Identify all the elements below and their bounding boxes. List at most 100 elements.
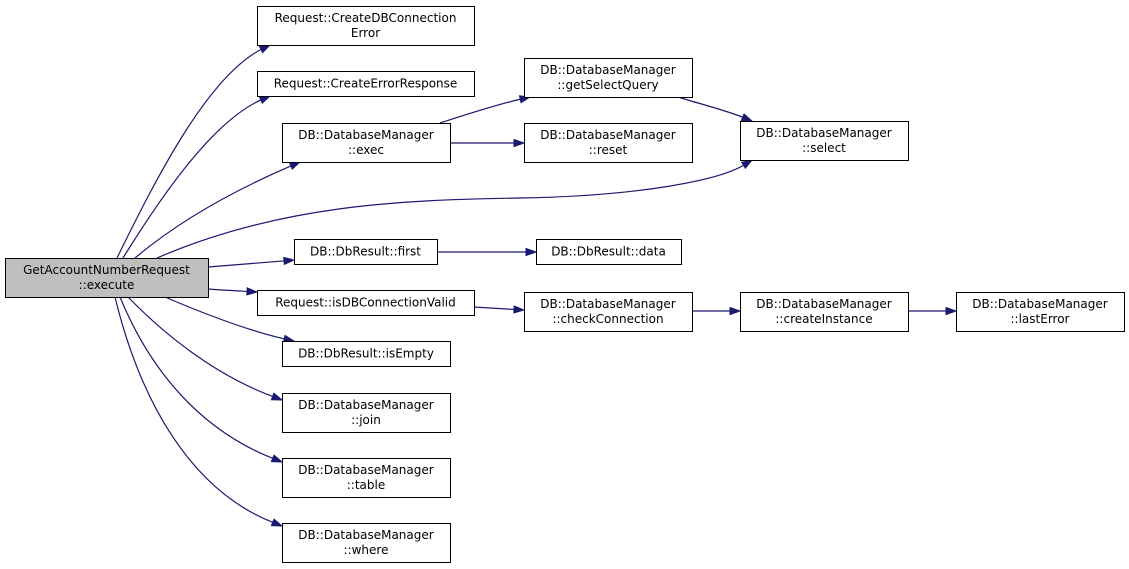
edge-first-to-data (437, 247, 538, 257)
arrow-head-icon (525, 247, 538, 257)
node-label: DB::DbResult::first (310, 245, 421, 259)
node-label: ::table (347, 478, 385, 492)
node-label: DB::DatabaseManager (298, 398, 433, 412)
node-label: DB::DatabaseManager (298, 128, 433, 142)
edge-create-instance-to-last-error (908, 306, 958, 316)
node-box[interactable] (282, 458, 451, 498)
edge-root-to-create-db-err (116, 44, 272, 259)
node-label: DB::DatabaseManager (540, 297, 675, 311)
edge-line (134, 165, 292, 259)
node-box[interactable] (536, 239, 682, 265)
edge-exec-to-reset (449, 138, 526, 148)
nodes-layer: GetAccountNumberRequest::executeRequest:… (5, 6, 1125, 563)
edge-root-to-is-empty (164, 296, 296, 343)
edge-line (207, 288, 249, 293)
node-box[interactable] (956, 292, 1125, 332)
arrow-head-icon (258, 95, 272, 105)
edge-root-to-is-db-valid (207, 287, 259, 296)
edge-line (119, 296, 274, 460)
arrow-head-icon (246, 287, 259, 296)
edges-layer (114, 44, 958, 527)
node-label: ::reset (589, 143, 628, 157)
edge-is-db-valid-to-check-conn (473, 305, 526, 314)
node-label: DB::DbResult::data (551, 245, 666, 259)
node-label: DB::DatabaseManager (298, 528, 433, 542)
node-label: ::createInstance (775, 312, 872, 326)
node-exec[interactable]: DB::DatabaseManager::exec (282, 123, 451, 163)
arrow-head-icon (740, 159, 754, 170)
arrow-head-icon (283, 256, 296, 266)
node-box[interactable] (294, 239, 438, 265)
edge-exec-to-get-select (439, 95, 532, 124)
node-create-err-resp[interactable]: Request::CreateErrorResponse (257, 71, 475, 97)
arrow-head-icon (513, 138, 526, 148)
node-label: Request::CreateDBConnection (275, 11, 457, 25)
node-create-instance[interactable]: DB::DatabaseManager::createInstance (740, 292, 909, 332)
arrow-head-icon (288, 161, 302, 171)
node-label: DB::DatabaseManager (298, 463, 433, 477)
node-box[interactable] (282, 341, 451, 367)
node-label: GetAccountNumberRequest (23, 263, 190, 277)
node-label: DB::DatabaseManager (756, 126, 891, 140)
node-box[interactable] (282, 523, 451, 563)
node-label: ::getSelectQuery (557, 78, 658, 92)
edge-line (127, 296, 274, 398)
arrow-head-icon (258, 44, 272, 54)
node-box[interactable] (257, 71, 475, 97)
edge-check-conn-to-create-instance (692, 306, 742, 316)
node-label: DB::DbResult::isEmpty (298, 347, 434, 361)
edge-root-to-where (114, 296, 284, 527)
node-label: DB::DatabaseManager (972, 297, 1107, 311)
node-check-conn[interactable]: DB::DatabaseManager::checkConnection (524, 292, 693, 332)
node-table[interactable]: DB::DatabaseManager::table (282, 458, 451, 498)
edge-line (116, 48, 263, 259)
node-label: ::exec (348, 143, 384, 157)
node-label: ::execute (79, 278, 135, 292)
edge-root-to-exec (134, 161, 302, 259)
node-join[interactable]: DB::DatabaseManager::join (282, 393, 451, 433)
node-box[interactable] (5, 258, 209, 298)
node-root[interactable]: GetAccountNumberRequest::execute (5, 258, 209, 298)
node-label: ::checkConnection (552, 312, 663, 326)
edge-get-select-to-select (677, 96, 754, 122)
node-label: Error (351, 26, 380, 40)
edge-line (122, 99, 262, 259)
node-where[interactable]: DB::DatabaseManager::where (282, 523, 451, 563)
edge-line (207, 260, 286, 268)
node-label: ::where (344, 543, 389, 557)
node-box[interactable] (282, 393, 451, 433)
edge-root-to-select (156, 159, 754, 259)
edge-line (439, 98, 522, 124)
node-box[interactable] (257, 290, 475, 316)
node-box[interactable] (740, 292, 909, 332)
node-box[interactable] (282, 123, 451, 163)
arrow-head-icon (513, 305, 526, 314)
arrow-head-icon (270, 454, 284, 463)
node-last-error[interactable]: DB::DatabaseManager::lastError (956, 292, 1125, 332)
edge-line (164, 296, 286, 340)
node-label: DB::DatabaseManager (540, 63, 675, 77)
node-reset[interactable]: DB::DatabaseManager::reset (524, 123, 693, 163)
node-label: ::select (802, 141, 846, 155)
node-is-db-valid[interactable]: Request::isDBConnectionValid (257, 290, 475, 316)
node-label: ::lastError (1011, 312, 1070, 326)
node-box[interactable] (524, 58, 693, 98)
edge-root-to-create-err-resp (122, 95, 272, 259)
edge-line (114, 296, 274, 524)
node-box[interactable] (257, 6, 475, 46)
node-first[interactable]: DB::DbResult::first (294, 239, 438, 265)
edge-root-to-join (127, 296, 284, 401)
edge-root-to-first (207, 256, 296, 268)
node-is-empty[interactable]: DB::DbResult::isEmpty (282, 341, 451, 367)
node-select[interactable]: DB::DatabaseManager::select (740, 121, 909, 161)
node-label: Request::CreateErrorResponse (274, 77, 458, 91)
node-box[interactable] (740, 121, 909, 161)
node-get-select[interactable]: DB::DatabaseManager::getSelectQuery (524, 58, 693, 98)
node-label: DB::DatabaseManager (540, 128, 675, 142)
arrow-head-icon (740, 113, 754, 122)
edge-line (156, 164, 745, 259)
node-box[interactable] (524, 292, 693, 332)
node-data[interactable]: DB::DbResult::data (536, 239, 682, 265)
node-box[interactable] (524, 123, 693, 163)
